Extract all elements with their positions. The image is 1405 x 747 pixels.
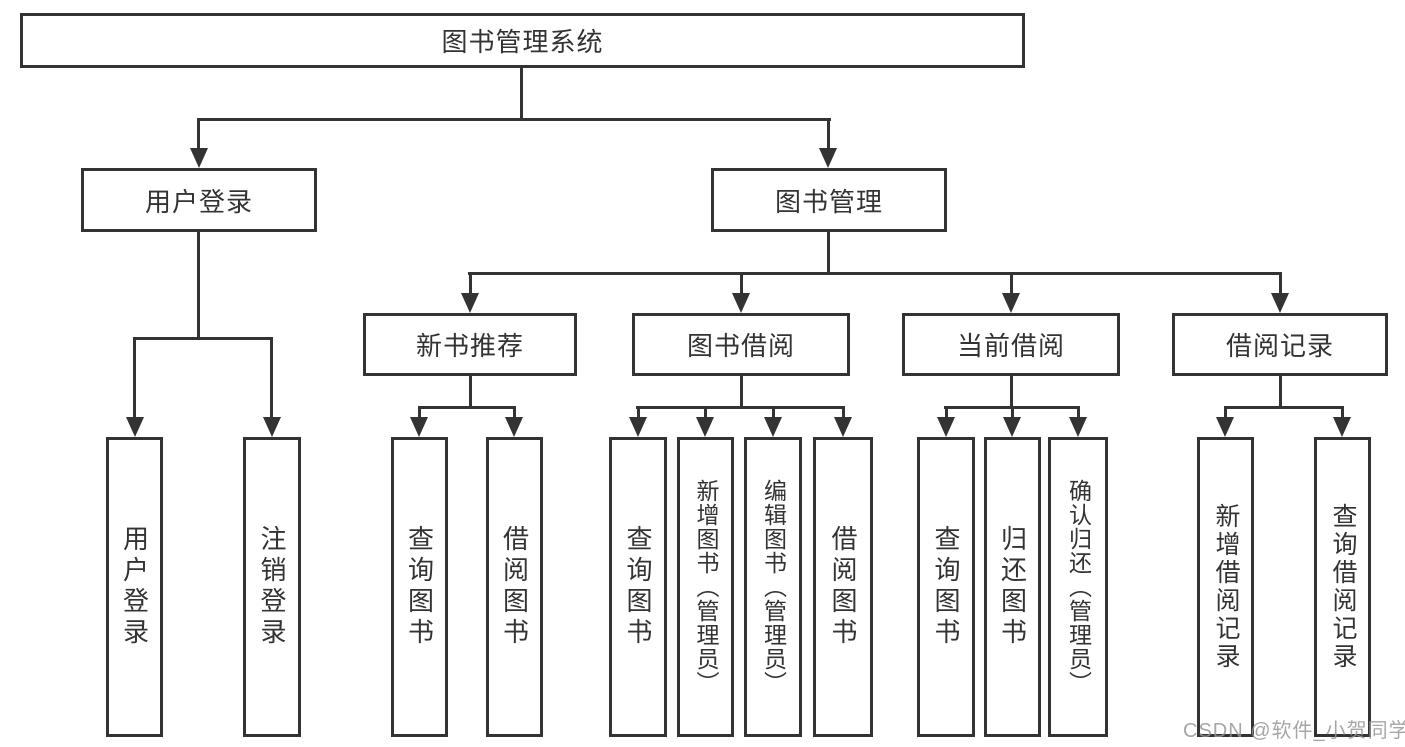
leaf-rec-borrow-books: 借阅图书 (486, 437, 543, 737)
leaf-borrow-edit-books-admin-label: 编辑图书（管理员） (760, 479, 787, 695)
arrow-sec1-leaf2 (505, 417, 523, 437)
leaf-rec-borrow-books-label: 借阅图书 (499, 525, 530, 649)
leaf-current-return-books: 归还图书 (984, 437, 1041, 737)
node-book-borrowing: 图书借阅 (632, 313, 850, 376)
connector-sec2-shaft (740, 272, 743, 297)
connector-sec1-crossbar (418, 406, 516, 409)
connector-sec1-shaft (469, 272, 472, 297)
arrow-to-book-management (819, 148, 837, 168)
connector-login-leaf1-shaft (133, 337, 136, 421)
connector-sec2-leaf1-shaft (637, 406, 640, 421)
node-borrow-records-label: 借阅记录 (1225, 331, 1334, 361)
connector-book-management-crossbar (468, 272, 1282, 275)
leaf-borrow-query-books: 查询图书 (609, 437, 667, 737)
connector-user-login-crossbar (133, 337, 273, 340)
arrow-sec2 (732, 293, 750, 313)
node-root-label: 图书管理系统 (441, 27, 604, 57)
node-book-management: 图书管理 (711, 168, 947, 232)
connector-sec4-shaft (1279, 272, 1282, 297)
connector-to-book-management-shaft (827, 118, 830, 152)
leaf-current-confirm-return-admin: 确认归还（管理员） (1048, 437, 1108, 737)
node-book-borrowing-label: 图书借阅 (686, 331, 795, 361)
leaf-borrow-add-books-admin: 新增图书（管理员） (677, 437, 734, 737)
connector-sec3-leaf1-shaft (945, 406, 948, 421)
arrow-sec1-leaf1 (410, 417, 428, 437)
node-current-borrowing-label: 当前借阅 (956, 331, 1065, 361)
leaf-borrow-query-books-label: 查询图书 (623, 525, 653, 649)
connector-root-stem (520, 68, 523, 120)
leaf-records-query-record: 查询借阅记录 (1314, 437, 1371, 737)
connector-sec4-crossbar (1224, 406, 1344, 409)
arrow-sec2-leaf2 (696, 417, 714, 437)
node-current-borrowing: 当前借阅 (902, 313, 1120, 376)
connector-sec4-stem (1279, 376, 1282, 406)
connector-book-management-stem (827, 232, 830, 272)
leaf-rec-query-books-label: 查询图书 (404, 525, 435, 649)
arrow-sec3-leaf3 (1069, 417, 1087, 437)
arrow-sec4-leaf2 (1333, 417, 1351, 437)
leaf-records-add-record-label: 新增借阅记录 (1212, 503, 1240, 671)
node-book-management-label: 图书管理 (774, 186, 883, 217)
connector-sec3-shaft (1010, 272, 1013, 297)
leaf-current-confirm-return-admin-label: 确认归还（管理员） (1065, 479, 1092, 695)
arrow-login-leaf2 (263, 417, 281, 437)
leaf-borrow-borrow-books-label: 借阅图书 (828, 525, 858, 649)
node-new-book-recommend: 新书推荐 (363, 313, 577, 376)
node-root: 图书管理系统 (20, 13, 1025, 68)
arrow-to-user-login (190, 148, 208, 168)
arrow-sec1 (461, 293, 479, 313)
arrow-sec2-leaf3 (764, 417, 782, 437)
connector-sec1-leaf1-shaft (418, 406, 421, 421)
connector-sec2-crossbar (636, 406, 844, 409)
connector-user-login-stem (197, 232, 200, 337)
node-new-book-recommend-label: 新书推荐 (415, 331, 524, 361)
leaf-records-query-record-label: 查询借阅记录 (1329, 503, 1357, 671)
leaf-logout-label: 注销登录 (257, 525, 287, 649)
connector-sec3-stem (1010, 376, 1013, 406)
leaf-rec-query-books: 查询图书 (391, 437, 448, 737)
node-user-login: 用户登录 (81, 168, 317, 232)
leaf-logout: 注销登录 (243, 437, 301, 737)
arrow-sec4 (1271, 293, 1289, 313)
arrow-sec3-leaf2 (1003, 417, 1021, 437)
connector-login-leaf2-shaft (270, 337, 273, 421)
csdn-watermark: CSDN @软件_小贺同学 (1183, 720, 1405, 742)
leaf-records-add-record: 新增借阅记录 (1197, 437, 1254, 737)
connector-sec1-leaf2-shaft (513, 406, 516, 421)
node-borrow-records: 借阅记录 (1172, 313, 1388, 376)
connector-sec4-leaf2-shaft (1341, 406, 1344, 421)
arrow-sec3-leaf1 (937, 417, 955, 437)
connector-sec2-stem (740, 376, 743, 406)
node-user-login-label: 用户登录 (144, 186, 253, 217)
arrow-sec2-leaf4 (834, 417, 852, 437)
arrow-sec4-leaf1 (1216, 417, 1234, 437)
leaf-borrow-borrow-books: 借阅图书 (813, 437, 873, 737)
connector-sec3-leaf2-shaft (1011, 406, 1014, 421)
leaf-current-query-books-label: 查询图书 (931, 525, 961, 649)
leaf-user-login-label: 用户登录 (119, 525, 150, 649)
leaf-borrow-add-books-admin-label: 新增图书（管理员） (693, 479, 719, 695)
arrow-sec2-leaf1 (629, 417, 647, 437)
leaf-current-query-books: 查询图书 (917, 437, 975, 737)
leaf-user-login: 用户登录 (106, 437, 163, 737)
connector-to-user-login-shaft (197, 118, 200, 152)
leaf-borrow-edit-books-admin: 编辑图书（管理员） (744, 437, 802, 737)
connector-sec4-leaf1-shaft (1224, 406, 1227, 421)
arrow-sec3 (1002, 293, 1020, 313)
connector-sec3-leaf3-shaft (1077, 406, 1080, 421)
connector-root-crossbar (197, 118, 831, 121)
connector-sec2-leaf2-shaft (704, 406, 707, 421)
connector-sec2-leaf4-shaft (842, 406, 845, 421)
leaf-current-return-books-label: 归还图书 (997, 525, 1028, 649)
arrow-login-leaf1 (126, 417, 144, 437)
connector-sec1-stem (469, 376, 472, 406)
connector-sec2-leaf3-shaft (772, 406, 775, 421)
